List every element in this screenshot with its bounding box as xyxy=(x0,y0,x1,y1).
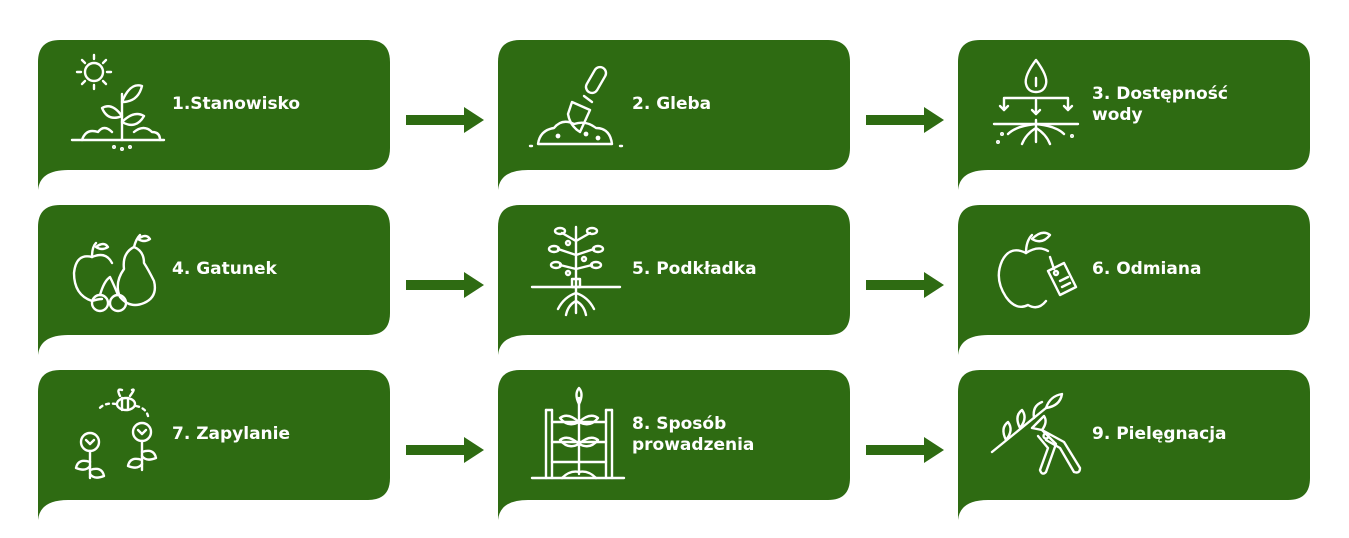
arrow-right-icon xyxy=(866,107,944,133)
step-label-6: 6. Odmiana xyxy=(1092,259,1202,280)
card-shape xyxy=(498,370,850,520)
step-card-3: 3. Dostępność wody xyxy=(958,40,1310,190)
trowel-soil-icon xyxy=(528,65,624,148)
step-card-8: 8. Sposób prowadzenia xyxy=(498,370,850,520)
bee-flowers-icon xyxy=(74,388,158,480)
step-card-5: 5. Podkładka xyxy=(498,205,850,355)
card-shape xyxy=(38,370,390,520)
step-card-6: 6. Odmiana xyxy=(958,205,1310,355)
card-shape xyxy=(958,205,1310,355)
step-card-9: 9. Pielęgnacja xyxy=(958,370,1310,520)
card-shape xyxy=(498,40,850,190)
step-label-3: 3. Dostępność wody xyxy=(1092,83,1228,125)
fruits-icon xyxy=(72,233,157,313)
arrow-right-icon xyxy=(406,272,484,298)
arrow-right-icon xyxy=(866,272,944,298)
step-card-7: 7. Zapylanie xyxy=(38,370,390,520)
tree-roots-icon xyxy=(530,225,622,317)
step-label-1: 1.Stanowisko xyxy=(172,94,301,115)
step-label-9: 9. Pielęgnacja xyxy=(1092,424,1227,445)
sun-plant-icon xyxy=(70,53,166,151)
arrow-right-icon xyxy=(866,437,944,463)
card-shape xyxy=(38,40,390,190)
step-label-8: 8. Sposób prowadzenia xyxy=(632,413,755,455)
step-label-2: 2. Gleba xyxy=(632,94,712,115)
step-label-5: 5. Podkładka xyxy=(632,259,757,280)
card-shape xyxy=(498,205,850,355)
arrow-right-icon xyxy=(406,437,484,463)
step-card-4: 4. Gatunek xyxy=(38,205,390,355)
arrow-right-icon xyxy=(406,107,484,133)
pruning-shears-icon xyxy=(990,392,1082,475)
apple-tag-icon xyxy=(997,231,1078,309)
trellis-plant-icon xyxy=(530,386,626,480)
step-card-1: 1.Stanowisko xyxy=(38,40,390,190)
water-drop-roots-icon xyxy=(992,58,1080,146)
card-shape xyxy=(38,205,390,355)
step-label-7: 7. Zapylanie xyxy=(172,424,291,445)
step-card-2: 2. Gleba xyxy=(498,40,850,190)
step-label-4: 4. Gatunek xyxy=(172,259,277,280)
